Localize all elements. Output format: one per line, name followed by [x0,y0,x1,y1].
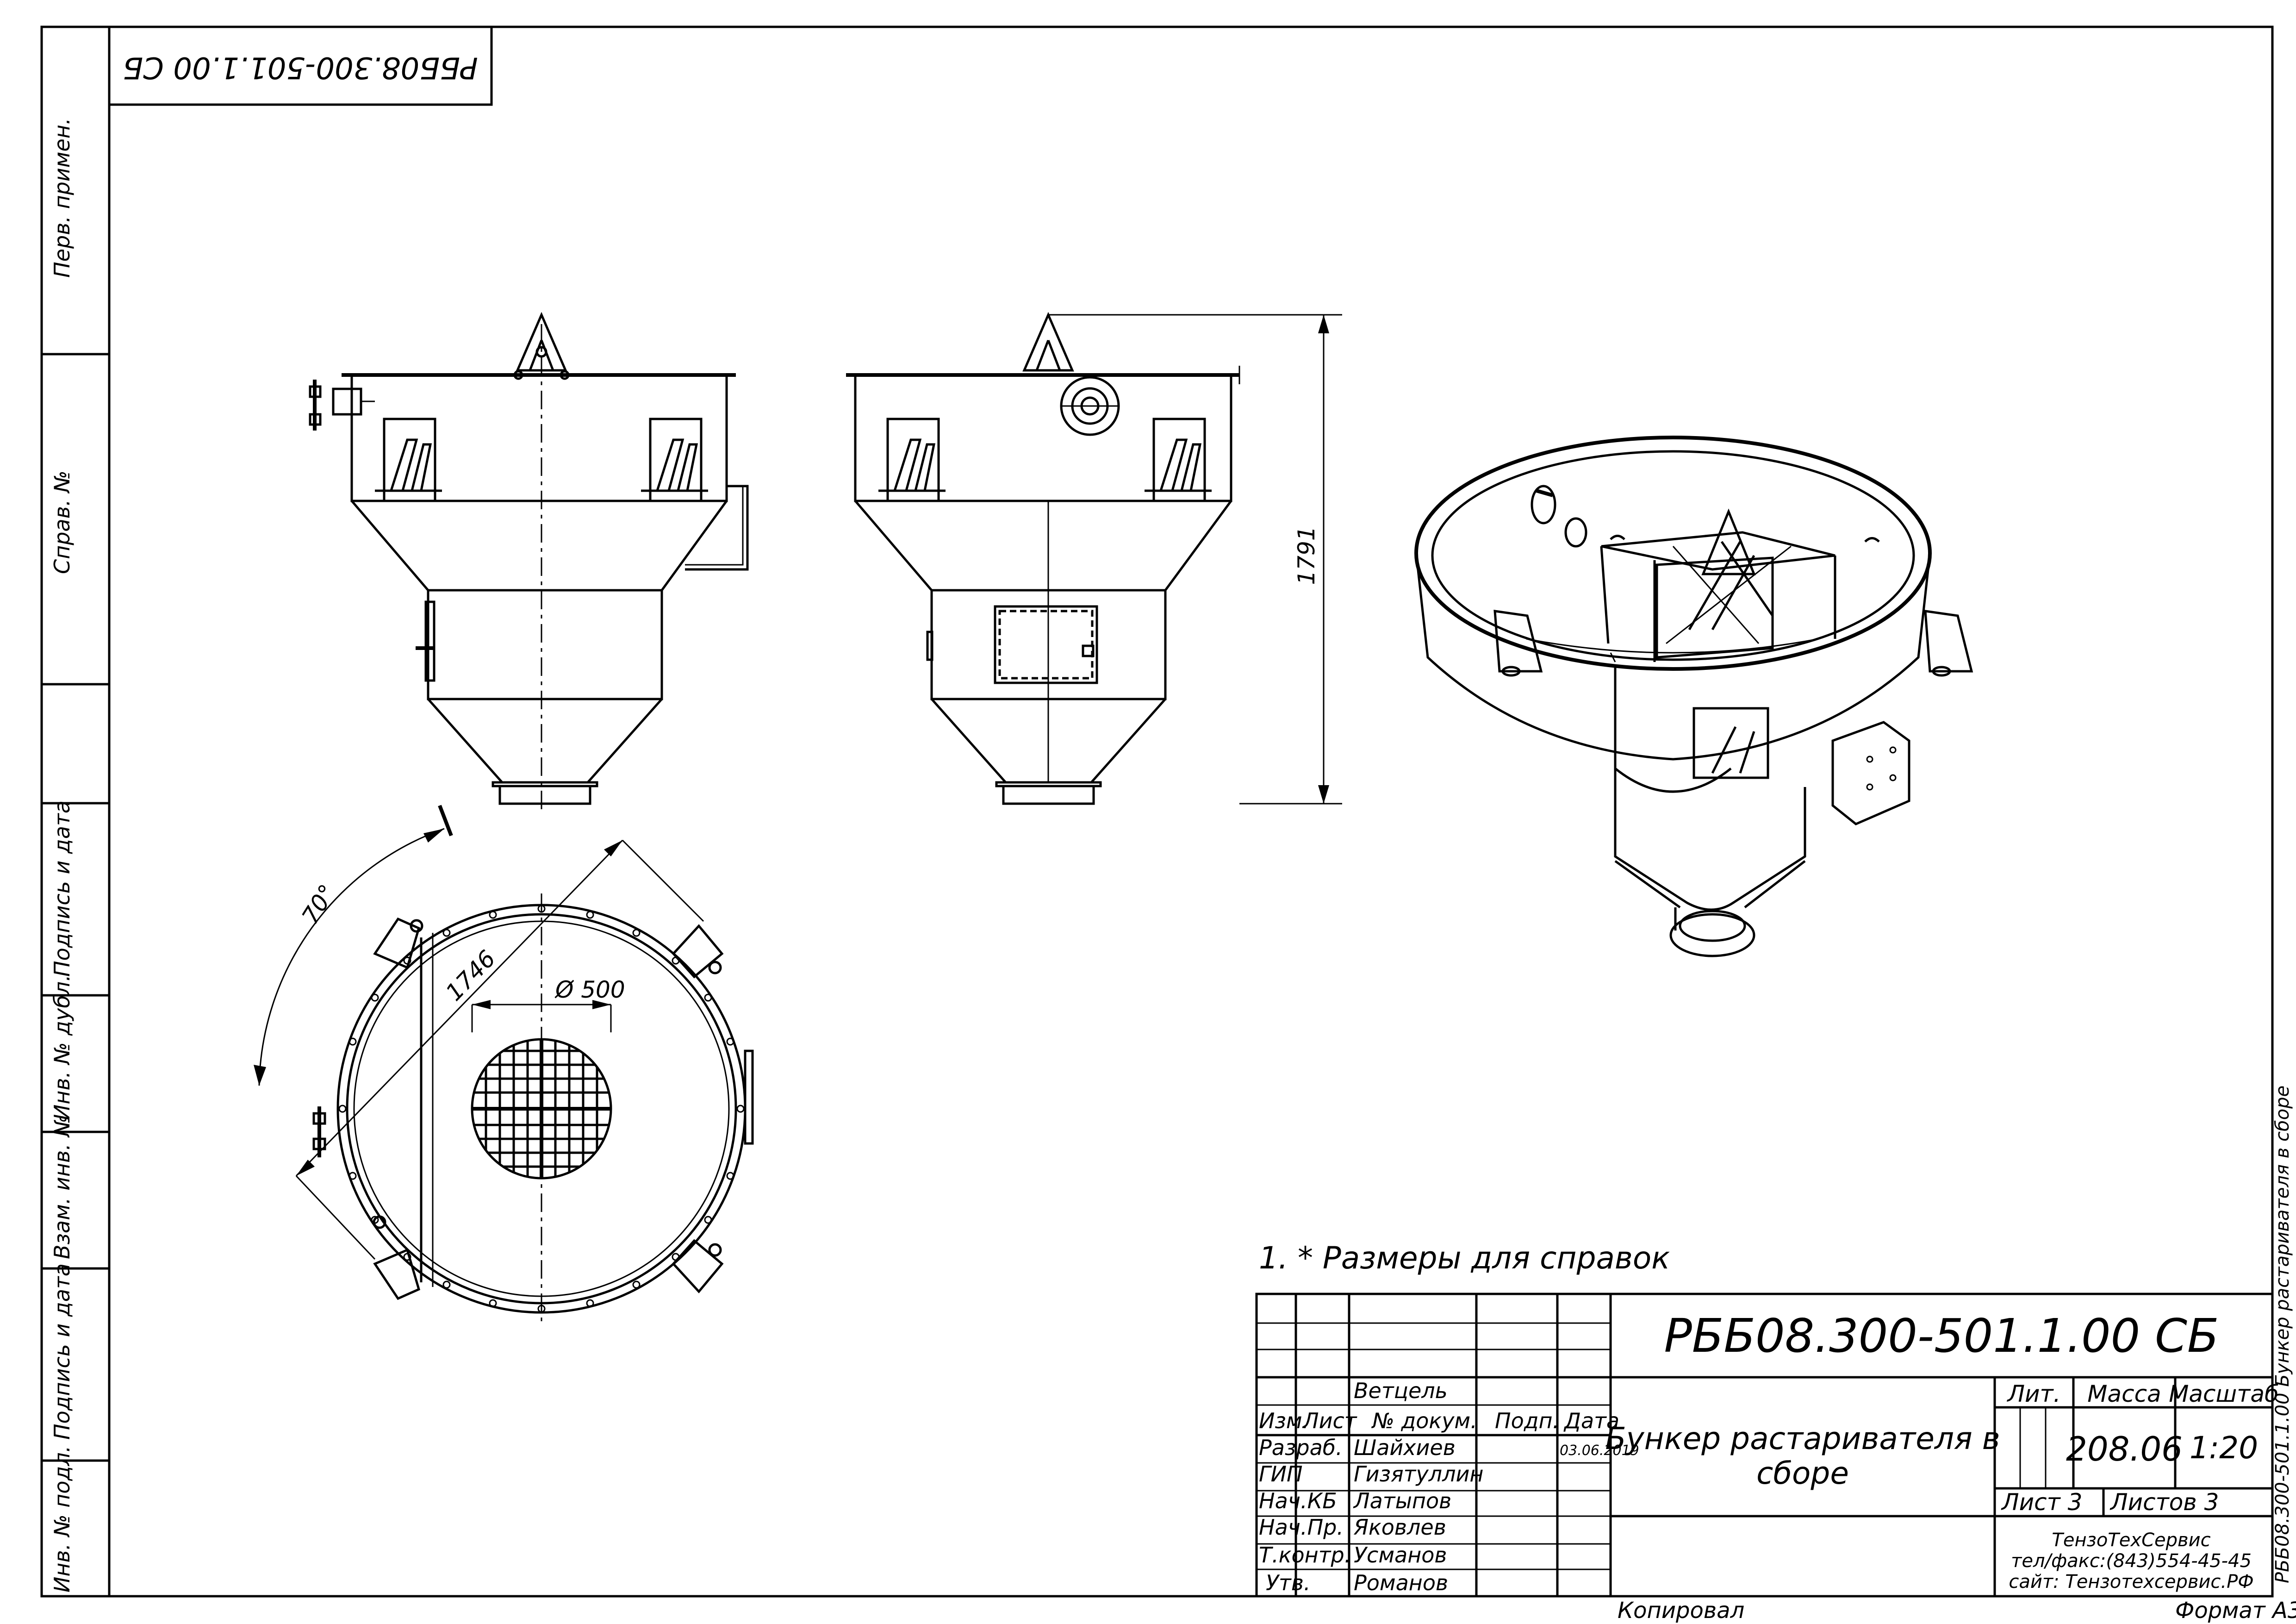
left-label-perv: Перв. примен. [50,118,75,278]
sheet-label: Лист 3 [2001,1489,2082,1516]
note-text: 1. * Размеры для справок [1259,1240,1670,1276]
lit-label: Лит. [2006,1380,2060,1407]
scale-label: Масштаб [2169,1380,2279,1407]
height-dimension-label: 1791 [1293,526,1320,585]
left-label-podpis-1: Подпись и дата [50,800,75,977]
isometric-view [1414,436,1973,957]
company-site: сайт: Тензотехсервис.РФ [2009,1571,2253,1593]
company-phone: тел/факс:(843)554-45-45 [2011,1550,2252,1572]
height-dimension: 1791 [1293,315,1329,804]
title-name-line2: сборе [1756,1455,1849,1491]
copied-label: Копировал [1618,1598,1744,1624]
title-name-line1: Бункер растаривателя в [1605,1421,2000,1456]
name-6: Романов [1354,1570,1448,1595]
name-3: Латыпов [1353,1488,1451,1513]
date-1: 03.06.2019 [1560,1443,1639,1459]
left-label-inv-dubl: Инв. № дубл. [50,974,75,1120]
left-label-inv-podl: Инв. № подл. [50,1446,75,1593]
sheets-label: Листов 3 [2109,1489,2219,1516]
rotated-code-box: РББ08.300-501.1.00 СБ [108,25,493,106]
format-label: Формат А3 [2175,1598,2296,1624]
front-view [309,312,749,815]
rotated-code: РББ08.300-501.1.00 СБ [123,50,478,84]
side-view [846,312,1342,805]
left-label-vzam: Взам. инв. № [50,1115,75,1259]
name-4: Яковлев [1353,1515,1446,1540]
angle-label: 70° [297,880,341,929]
role-2: ГИП [1259,1462,1303,1487]
left-label-sprav: Справ. № [50,470,75,574]
header-sign: Подп. [1495,1408,1559,1433]
side-caption: РББ08.300-501.1.00 Бункер растаривателя … [2272,1086,2293,1583]
name-5: Усманов [1354,1543,1447,1568]
diameter-label: Ø 500 [554,976,625,1003]
header-list: Лист [1302,1408,1357,1433]
title-designation: РББ08.300-501.1.00 СБ [1664,1309,2219,1363]
extra-name: Ветцель [1354,1378,1448,1403]
role-4: Нач.Пр. [1259,1515,1344,1540]
name-1: Шайхиев [1354,1435,1456,1460]
name-2: Гизятуллин [1354,1462,1483,1487]
mass-value: 208.06 [2066,1430,2183,1468]
plan-view: Ø 500 1746 70° [254,805,754,1324]
role-5: Т.контр. [1259,1543,1351,1568]
company-name: ТензоТехСервис [2052,1530,2210,1551]
header-izm: Изм. [1259,1408,1309,1433]
role-3: Нач.КБ [1259,1488,1337,1513]
role-1: Разраб. [1259,1435,1343,1460]
header-doc: № докум. [1371,1408,1477,1433]
title-block: РББ08.300-501.1.00 СБ Бункер растаривате… [1255,1293,2279,1598]
left-column: Перв. примен. Справ. № Подпись и дата Ин… [40,27,109,1596]
left-label-podpis-2: Подпись и дата [50,1263,75,1440]
scale-value: 1:20 [2190,1430,2258,1466]
mass-label: Масса [2087,1380,2161,1407]
role-6: Утв. [1266,1570,1311,1595]
header-date: Дата [1563,1408,1619,1433]
